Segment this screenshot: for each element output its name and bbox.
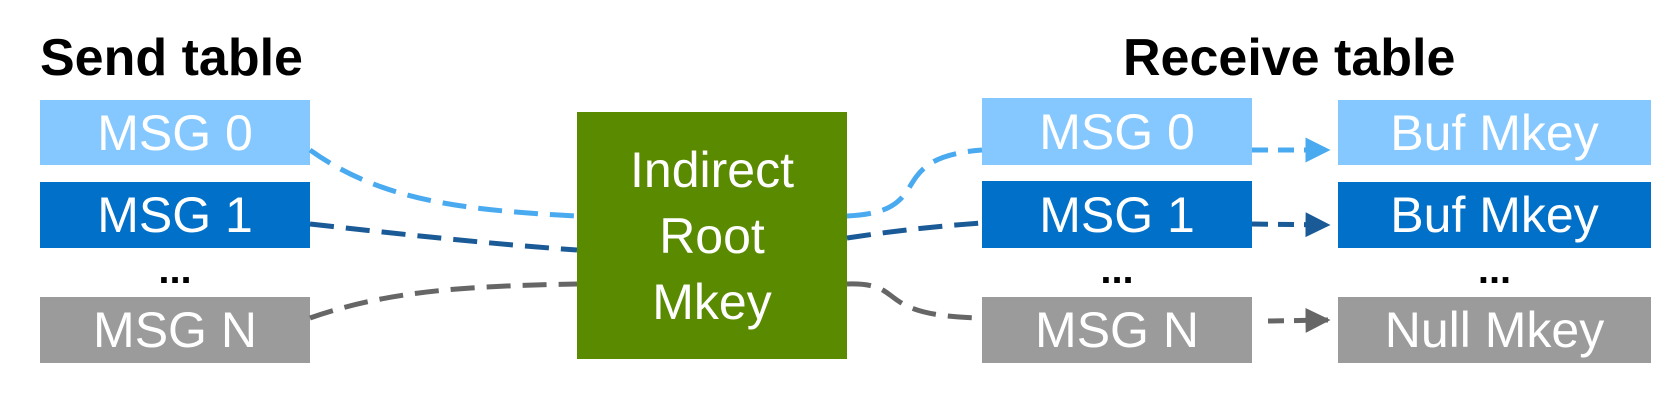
recv-ellipsis: ... bbox=[1100, 248, 1134, 292]
root-line-3: Mkey bbox=[652, 273, 772, 330]
receive-table-title: Receive table bbox=[1123, 29, 1456, 87]
link-recv-n bbox=[846, 281, 983, 321]
link-recv-1 bbox=[846, 220, 983, 241]
send-msg-1: MSG 1 bbox=[40, 182, 310, 248]
null-mkey: Null Mkey bbox=[1338, 297, 1651, 363]
link-send-0 bbox=[308, 147, 578, 219]
link-send-n bbox=[309, 281, 578, 321]
root-line-2: Root bbox=[659, 207, 765, 264]
buf-mkey-1: Buf Mkey bbox=[1338, 182, 1651, 248]
recv-msg-1: MSG 1 bbox=[982, 181, 1252, 248]
recv-msg-n: MSG N bbox=[982, 297, 1252, 363]
buf-mkey-0: Buf Mkey bbox=[1338, 100, 1651, 165]
recv-msg-0: MSG 0 bbox=[982, 98, 1252, 165]
indirect-root-mkey: Indirect Root Mkey bbox=[577, 112, 847, 359]
send-msg-0: MSG 0 bbox=[40, 100, 310, 165]
arrow-null bbox=[1267, 307, 1331, 333]
buf-ellipsis: ... bbox=[1477, 248, 1512, 292]
root-line-1: Indirect bbox=[630, 141, 794, 198]
link-recv-0 bbox=[846, 147, 983, 219]
link-send-1 bbox=[309, 221, 578, 253]
send-ellipsis: ... bbox=[158, 248, 192, 292]
arrow-buf-1 bbox=[1251, 212, 1331, 238]
send-msg-n: MSG N bbox=[40, 297, 310, 363]
send-table-title: Send table bbox=[40, 29, 303, 87]
